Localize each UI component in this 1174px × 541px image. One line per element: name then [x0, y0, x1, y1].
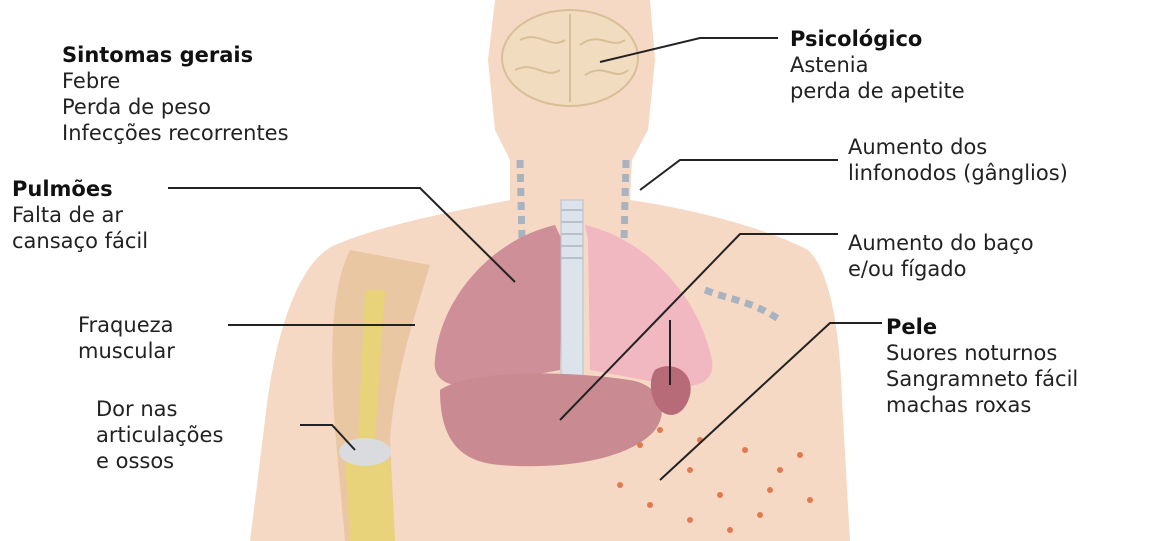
- spleen-item-1: Aumento do baço: [848, 230, 1034, 256]
- lungs-heading: Pulmões: [12, 176, 148, 202]
- muscle-item-2: muscular: [78, 338, 175, 364]
- psychological-item-1: Astenia: [790, 52, 965, 78]
- trachea-icon: [561, 200, 583, 390]
- general-symptoms-heading: Sintomas gerais: [62, 42, 289, 68]
- label-lymph-nodes: Aumento dos linfonodos (gânglios): [848, 134, 1068, 186]
- label-general-symptoms: Sintomas gerais Febre Perda de peso Infe…: [62, 42, 289, 146]
- label-muscle-weakness: Fraqueza muscular: [78, 312, 175, 364]
- psychological-item-2: perda de apetite: [790, 78, 965, 104]
- label-joint-pain: Dor nas articulações e ossos: [96, 396, 223, 474]
- lungs-item-1: Falta de ar: [12, 202, 148, 228]
- lymph-item-2: linfonodos (gânglios): [848, 160, 1068, 186]
- skin-item-1: Suores noturnos: [886, 340, 1078, 366]
- spleen-item-2: e/ou fígado: [848, 256, 1034, 282]
- joints-item-2: articulações: [96, 422, 223, 448]
- joints-item-1: Dor nas: [96, 396, 223, 422]
- label-spleen-liver: Aumento do baço e/ou fígado: [848, 230, 1034, 282]
- lungs-item-2: cansaço fácil: [12, 228, 148, 254]
- muscle-item-1: Fraqueza: [78, 312, 175, 338]
- general-symptom-2: Perda de peso: [62, 94, 289, 120]
- skin-heading: Pele: [886, 314, 1078, 340]
- lymph-item-1: Aumento dos: [848, 134, 1068, 160]
- label-lungs: Pulmões Falta de ar cansaço fácil: [12, 176, 148, 254]
- psychological-heading: Psicológico: [790, 26, 965, 52]
- joints-item-3: e ossos: [96, 448, 223, 474]
- label-psychological: Psicológico Astenia perda de apetite: [790, 26, 965, 104]
- skin-item-3: machas roxas: [886, 392, 1078, 418]
- skin-item-2: Sangramneto fácil: [886, 366, 1078, 392]
- general-symptom-3: Infecções recorrentes: [62, 120, 289, 146]
- label-skin: Pele Suores noturnos Sangramneto fácil m…: [886, 314, 1078, 418]
- general-symptom-1: Febre: [62, 68, 289, 94]
